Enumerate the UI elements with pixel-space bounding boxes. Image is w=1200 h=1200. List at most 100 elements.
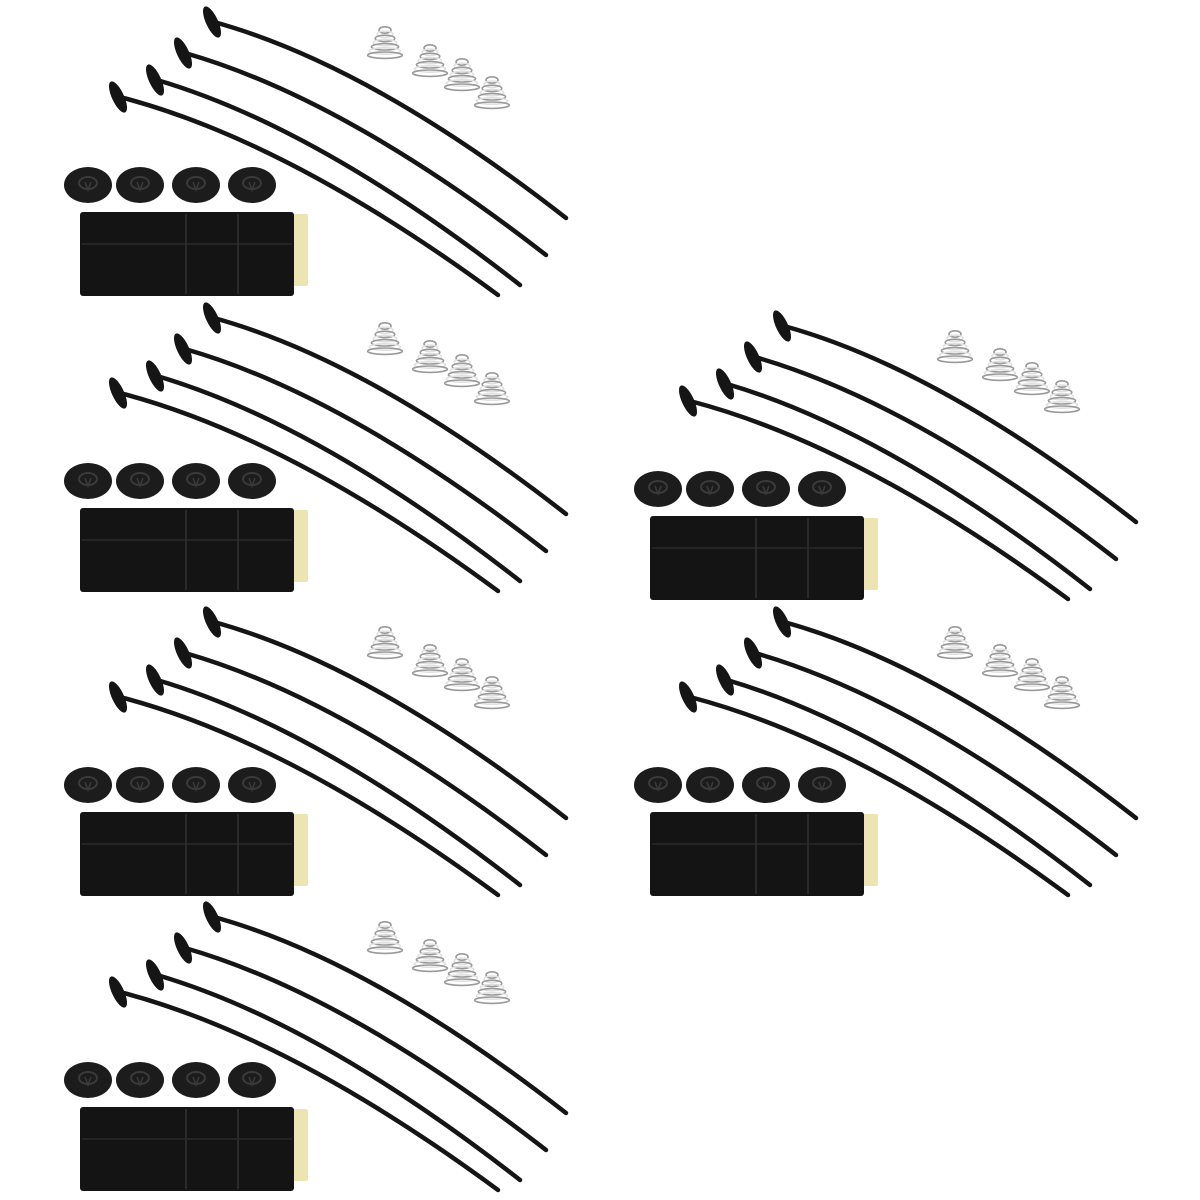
lock-washer-icon (798, 767, 846, 803)
pin-shaft (687, 398, 1071, 602)
kit (64, 302, 569, 594)
washer-notch (654, 485, 662, 497)
lock-washer-icon (116, 767, 164, 803)
lock-washer-icon (228, 767, 276, 803)
spring-coil (1045, 401, 1079, 410)
pin-group (108, 901, 569, 1193)
spring-coil (449, 366, 475, 375)
tie-pin-icon (145, 664, 523, 888)
spring-coil (374, 929, 396, 938)
spring-coil (1045, 697, 1079, 706)
spring-coil (1023, 366, 1041, 375)
tie-pin-icon (173, 333, 549, 554)
spring-coil (413, 665, 447, 674)
spring-coil (378, 625, 392, 634)
spring-coil (485, 372, 499, 381)
spring-coil (477, 92, 507, 101)
spring-coil (419, 348, 441, 357)
spring-coil (368, 941, 402, 950)
lock-washer-icon (228, 463, 276, 499)
spring-coil (483, 376, 501, 385)
spring-coil (415, 660, 445, 669)
washer-body (742, 471, 790, 507)
washer-notch (136, 181, 144, 193)
tie-pin-icon (202, 302, 569, 517)
washer-notch (706, 781, 714, 793)
washer-body (172, 463, 220, 499)
spring-coil (991, 648, 1009, 657)
spring-coil (1023, 662, 1041, 671)
spring-coil (1051, 388, 1073, 397)
lock-washer-icon (64, 167, 112, 203)
pin-head (108, 976, 128, 1008)
lock-washer-icon (172, 1062, 220, 1098)
pin-head (715, 664, 735, 696)
lock-washer-icon (116, 1062, 164, 1098)
spring-coil (413, 960, 447, 969)
tie-pin-icon (715, 368, 1093, 592)
spring-coil (936, 651, 974, 660)
pin-head (678, 385, 698, 417)
tie-pin-icon (743, 637, 1119, 858)
pin-head (173, 932, 193, 964)
washer-notch (136, 1076, 144, 1088)
spring-coil (1017, 674, 1047, 683)
pin-shaft (154, 373, 523, 584)
spring-coil (372, 638, 398, 647)
pad-backing (290, 214, 308, 286)
lock-washer-icon (634, 471, 682, 507)
spring-coil (940, 346, 970, 355)
tie-pin-icon (145, 959, 523, 1183)
lock-washer-icon (742, 471, 790, 507)
pin-head (202, 302, 222, 334)
lock-washer-icon (798, 471, 846, 507)
spring-coil (989, 356, 1011, 365)
washer-notch (654, 781, 662, 793)
pin-head (743, 341, 763, 373)
washer-body (116, 767, 164, 803)
pin-head (202, 6, 222, 38)
spring-coil (453, 662, 471, 671)
spring-coil (938, 350, 972, 359)
spring-coil (415, 60, 445, 69)
washer-group (634, 471, 846, 507)
spring-coil (447, 74, 477, 83)
washer-body (64, 167, 112, 203)
spring-coil (413, 361, 447, 370)
spring-coil (423, 339, 437, 348)
pin-head (772, 606, 792, 638)
spring-coil (451, 66, 473, 75)
washer-group (64, 1062, 276, 1098)
spring-coil (443, 379, 481, 388)
coil-spring-icon (1043, 676, 1081, 710)
washer-body (64, 767, 112, 803)
tie-pin-icon (173, 932, 549, 1153)
washer-body (228, 167, 276, 203)
spring-coil (1021, 666, 1043, 675)
spring-coil (1047, 692, 1077, 701)
spring-coil (477, 692, 507, 701)
coil-spring-icon (411, 43, 449, 78)
spring-coil (1017, 378, 1047, 387)
coil-spring-icon (936, 329, 974, 364)
washer-group (64, 767, 276, 803)
spring-coil (944, 338, 966, 347)
lock-washer-icon (686, 767, 734, 803)
pin-shaft (211, 315, 569, 517)
lock-washer-icon (116, 167, 164, 203)
spring-coil (473, 397, 511, 406)
spring-coil (374, 330, 396, 339)
tie-pin-icon (772, 310, 1139, 525)
spring-group (366, 25, 511, 110)
pin-shaft (154, 677, 523, 888)
tie-pin-icon (173, 37, 549, 258)
spring-coil (985, 364, 1015, 373)
spring-coil (419, 947, 441, 956)
spring-coil (983, 665, 1017, 674)
coil-spring-icon (366, 321, 404, 356)
pad-backing (290, 814, 308, 886)
spring-group (366, 625, 511, 710)
spring-coil (1043, 701, 1081, 710)
pin-head (145, 959, 165, 991)
washer-notch (192, 1076, 200, 1088)
